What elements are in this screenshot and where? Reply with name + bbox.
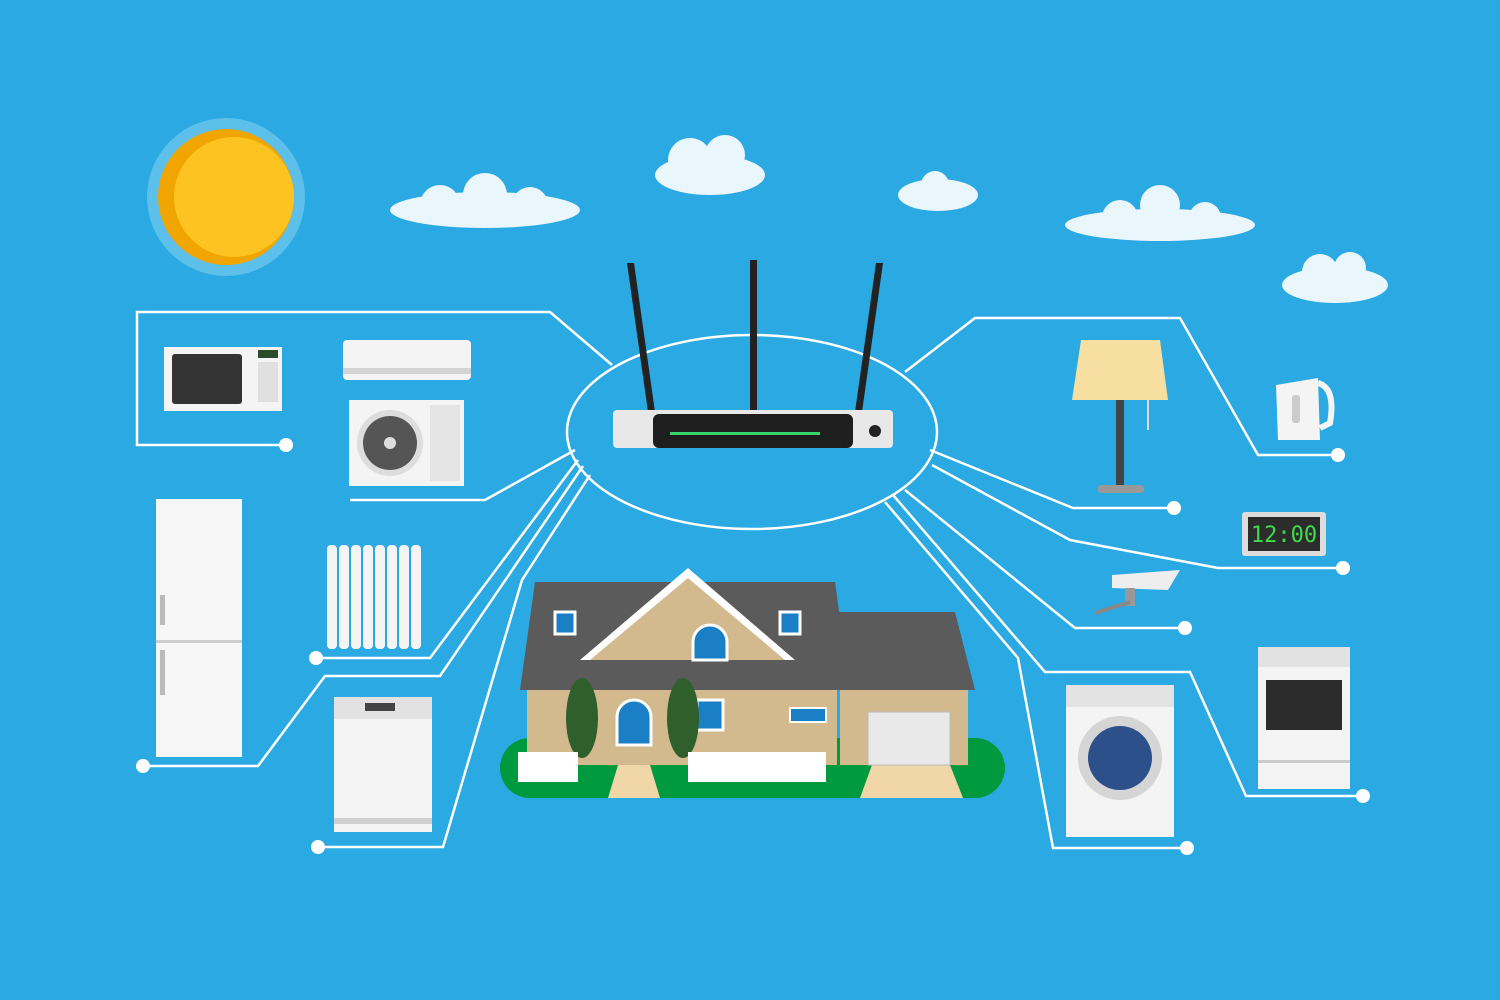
connection-dot <box>1180 841 1194 855</box>
dishwasher-icon <box>334 697 432 832</box>
oven-icon <box>1258 647 1350 789</box>
dishwasher-link <box>318 474 592 849</box>
lamp-link <box>929 448 1174 510</box>
cloud-icon <box>1282 252 1388 303</box>
connection-dot <box>311 840 325 854</box>
ac-link <box>350 448 576 502</box>
air-conditioner-icon <box>343 340 471 486</box>
connection-dot <box>1331 448 1345 462</box>
clock-link <box>931 463 1343 570</box>
connection-dot <box>309 651 323 665</box>
connection-dot <box>1336 561 1350 575</box>
wifi-router-icon <box>613 260 893 448</box>
cloud-icon <box>1065 185 1255 241</box>
clouds <box>390 135 1388 303</box>
security-camera-icon <box>1094 570 1180 615</box>
connection-dot <box>1356 789 1370 803</box>
fridge-link <box>143 465 585 768</box>
table-lamp-icon <box>1072 340 1168 493</box>
microwave-link <box>135 310 613 447</box>
connection-dot <box>136 759 150 773</box>
connection-dot <box>1178 621 1192 635</box>
refrigerator-icon <box>156 499 242 757</box>
washing-machine-icon <box>1066 685 1174 837</box>
microwave-icon <box>164 347 282 411</box>
electric-kettle-icon <box>1276 378 1335 440</box>
radiator-link <box>316 459 580 660</box>
house-icon <box>500 568 1005 798</box>
connection-dot <box>1167 501 1181 515</box>
oven-link <box>892 494 1363 798</box>
digital-clock-icon: 12:00 <box>1242 512 1326 556</box>
connection-dot <box>279 438 293 452</box>
washer-link <box>884 501 1187 850</box>
cloud-icon <box>898 171 978 211</box>
sun-icon <box>147 118 305 276</box>
radiator-icon <box>327 545 421 649</box>
clock-display: 12:00 <box>1251 523 1317 548</box>
cloud-icon <box>390 173 580 228</box>
camera-link <box>904 489 1185 630</box>
cloud-icon <box>655 135 765 195</box>
kettle-link <box>904 316 1338 457</box>
